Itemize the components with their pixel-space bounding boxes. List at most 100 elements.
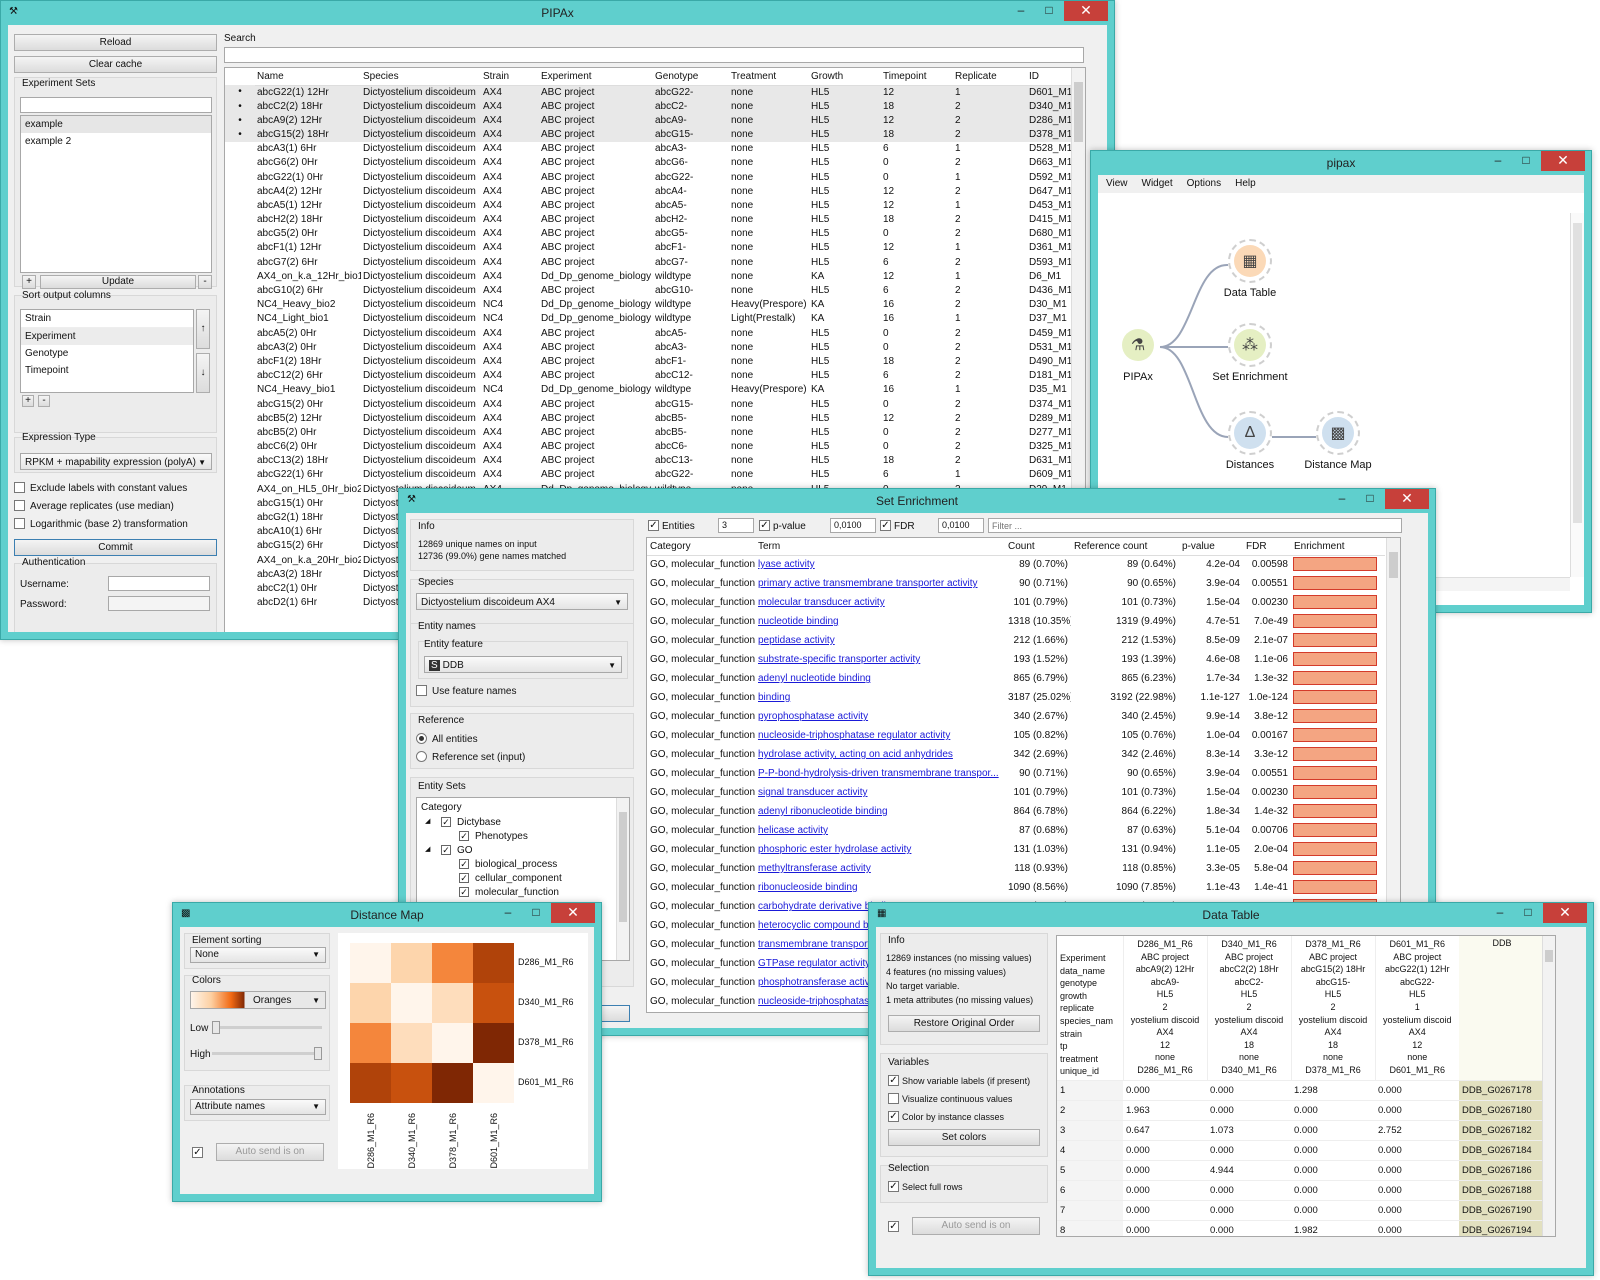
term-link[interactable]: transmembrane transporter activity bbox=[758, 939, 913, 950]
term-link[interactable]: helicase activity bbox=[758, 825, 829, 836]
pvalue-filter-checkbox[interactable]: ✓ bbox=[759, 520, 770, 531]
term-link[interactable]: binding bbox=[758, 692, 791, 703]
color-classes-checkbox[interactable]: ✓ bbox=[888, 1111, 899, 1122]
data-table-titlebar[interactable]: ▦ Data Table – □ ✕ bbox=[869, 903, 1593, 927]
expression-type-select[interactable]: RPKM + mapability expression (polyA)▼ bbox=[20, 453, 212, 470]
entities-filter-checkbox[interactable]: ✓ bbox=[648, 520, 659, 531]
maximize-button[interactable]: □ bbox=[1366, 491, 1374, 505]
term-link[interactable]: nucleotide binding bbox=[758, 616, 839, 627]
meta-column-header[interactable]: DDB bbox=[1459, 936, 1545, 1081]
low-slider[interactable] bbox=[212, 1021, 322, 1034]
select-full-rows-checkbox[interactable]: ✓ bbox=[888, 1181, 899, 1192]
ref-set-radio[interactable] bbox=[416, 751, 427, 762]
term-link[interactable]: GTPase regulator activity bbox=[758, 958, 871, 969]
password-input[interactable] bbox=[108, 596, 210, 611]
enrichment-titlebar[interactable]: ⚒ Set Enrichment – □ ✕ bbox=[399, 489, 1435, 513]
data-scrollbar[interactable] bbox=[1542, 936, 1555, 1236]
maximize-button[interactable]: □ bbox=[1524, 905, 1532, 919]
term-link[interactable]: substrate-specific transporter activity bbox=[758, 654, 921, 665]
minimize-button[interactable]: – bbox=[1496, 905, 1504, 919]
column-header[interactable]: Count bbox=[1005, 538, 1071, 556]
move-up-button[interactable]: ↑ bbox=[196, 309, 210, 349]
term-link[interactable]: pyrophosphatase activity bbox=[758, 711, 869, 722]
set-enrichment-node[interactable]: ⁂ bbox=[1228, 323, 1272, 367]
menu-help[interactable]: Help bbox=[1235, 178, 1256, 189]
column-header[interactable]: Category bbox=[647, 538, 755, 556]
tree-item[interactable]: ◢✓GO bbox=[425, 844, 607, 858]
term-link[interactable]: nucleoside-triphosphatase activity bbox=[758, 996, 909, 1007]
term-link[interactable]: phosphoric ester hydrolase activity bbox=[758, 844, 912, 855]
exclude-constant-checkbox[interactable] bbox=[14, 482, 25, 493]
add-set-button[interactable]: + bbox=[22, 275, 36, 289]
tree-checkbox[interactable]: ✓ bbox=[441, 845, 451, 855]
tree-checkbox[interactable]: ✓ bbox=[459, 859, 469, 869]
send-button[interactable]: Auto send is on bbox=[216, 1143, 324, 1161]
minimize-button[interactable]: – bbox=[1017, 3, 1025, 17]
high-slider[interactable] bbox=[212, 1047, 322, 1060]
term-link[interactable]: peptidase activity bbox=[758, 635, 835, 646]
list-item[interactable]: Timepoint bbox=[25, 365, 69, 376]
show-labels-checkbox[interactable]: ✓ bbox=[888, 1075, 899, 1086]
column-header[interactable]: Genotype bbox=[653, 68, 729, 86]
experiment-set-name-input[interactable] bbox=[20, 97, 212, 113]
column-header[interactable]: Growth bbox=[809, 68, 881, 86]
remove-sort-button[interactable]: - bbox=[38, 395, 50, 407]
list-item[interactable]: example 2 bbox=[25, 136, 72, 147]
column-header[interactable]: Term bbox=[755, 538, 1005, 556]
use-feature-names-checkbox[interactable] bbox=[416, 685, 427, 696]
tree-checkbox[interactable]: ✓ bbox=[459, 831, 469, 841]
menu-options[interactable]: Options bbox=[1186, 178, 1222, 189]
annotations-select[interactable]: Attribute names▼ bbox=[190, 1099, 326, 1115]
ref-all-radio[interactable] bbox=[416, 733, 427, 744]
term-link[interactable]: phosphotransferase activity bbox=[758, 977, 880, 988]
log-transform-checkbox[interactable] bbox=[14, 518, 25, 529]
minimize-button[interactable]: – bbox=[1338, 491, 1346, 505]
visualize-checkbox[interactable] bbox=[888, 1093, 899, 1104]
tree-checkbox[interactable]: ✓ bbox=[459, 887, 469, 897]
term-link[interactable]: heterocyclic compound binding bbox=[758, 920, 896, 931]
column-header[interactable]: Timepoint bbox=[881, 68, 953, 86]
close-button[interactable]: ✕ bbox=[1543, 903, 1587, 923]
remove-set-button[interactable]: - bbox=[198, 275, 212, 289]
species-select[interactable]: Dictyostelium discoideum AX4▼ bbox=[416, 593, 628, 610]
pipax-node[interactable]: ⚗ bbox=[1116, 323, 1160, 367]
column-header[interactable]: Replicate bbox=[953, 68, 1027, 86]
pvalue-spinbox[interactable]: 0,0100 bbox=[830, 518, 876, 533]
tree-scrollbar[interactable] bbox=[616, 798, 629, 960]
list-item[interactable]: Genotype bbox=[25, 348, 69, 359]
average-replicates-checkbox[interactable] bbox=[14, 500, 25, 511]
column-header[interactable]: ID bbox=[1027, 68, 1085, 86]
maximize-button[interactable]: □ bbox=[532, 905, 540, 919]
element-sorting-select[interactable]: None▼ bbox=[190, 947, 326, 963]
term-link[interactable]: molecular transducer activity bbox=[758, 597, 885, 608]
